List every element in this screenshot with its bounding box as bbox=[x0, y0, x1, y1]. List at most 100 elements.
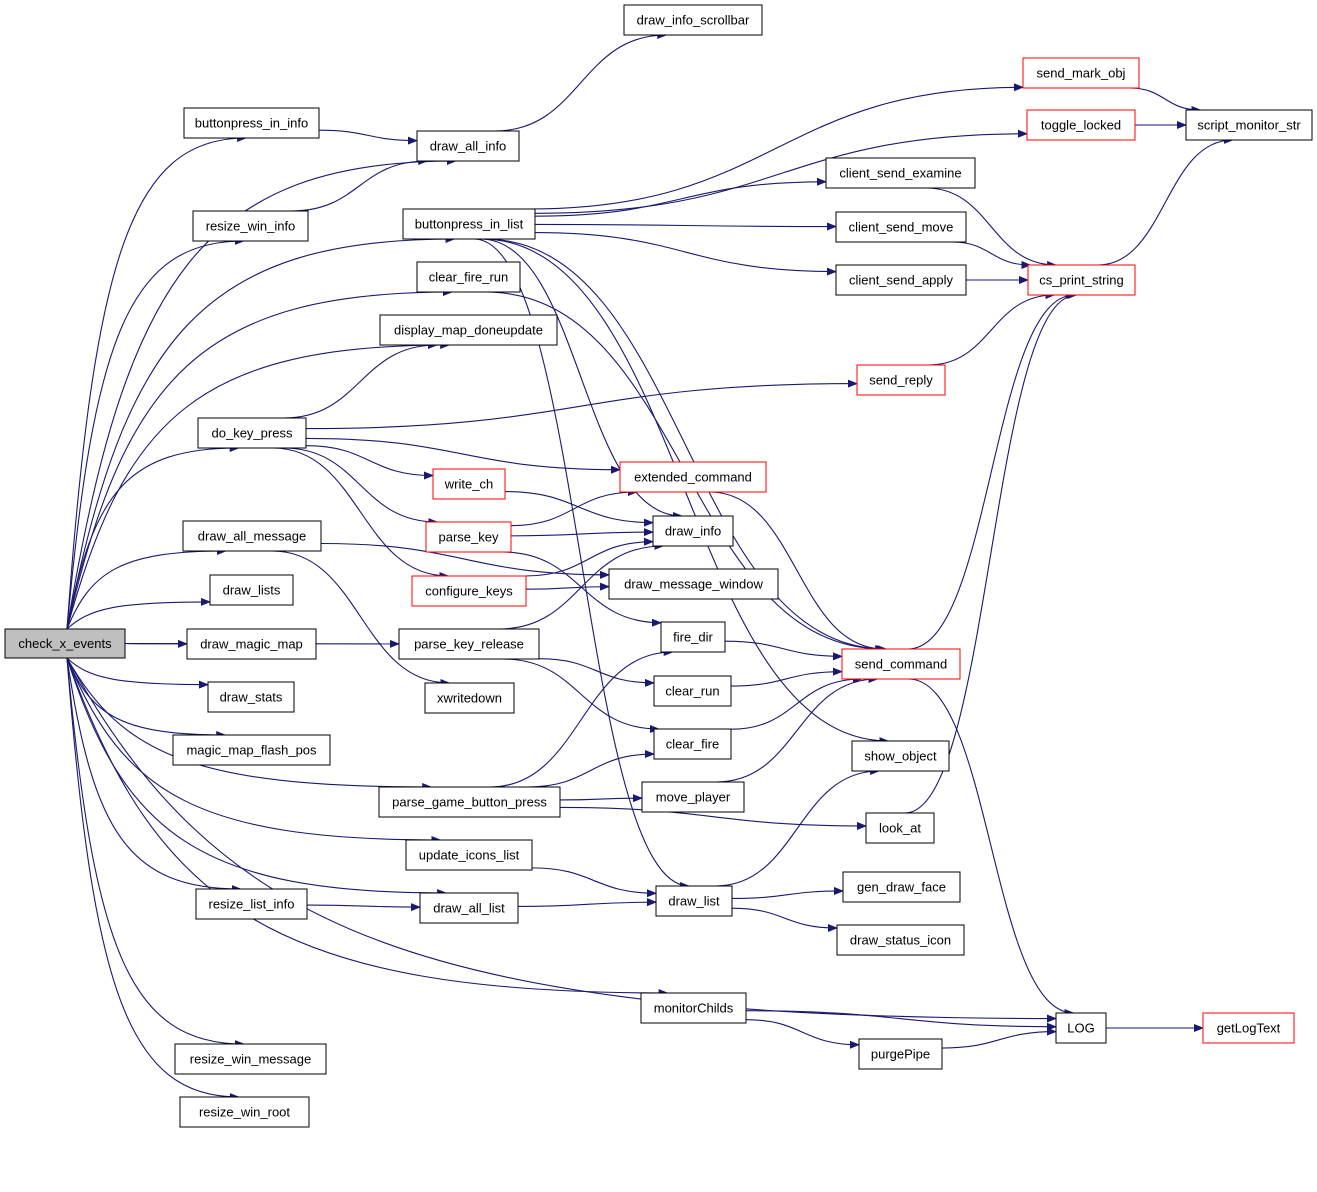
edge-check_x_events-to-draw_lists bbox=[66, 597, 211, 630]
node-getLogText[interactable]: getLogText bbox=[1202, 1012, 1295, 1044]
edge-check_x_events-to-draw_stats bbox=[66, 657, 209, 689]
node-check_x_events[interactable]: check_x_events bbox=[4, 628, 126, 659]
edge-buttonpress_in_list-to-toggle_locked bbox=[534, 129, 1028, 214]
node-box bbox=[640, 992, 747, 1024]
node-box bbox=[424, 682, 515, 714]
node-clear_fire[interactable]: clear_fire bbox=[653, 728, 732, 760]
node-layer: check_x_events buttonpress_in_info resize_… bbox=[4, 4, 1313, 1128]
node-draw_info_scrollbar[interactable]: draw_info_scrollbar bbox=[623, 4, 763, 36]
node-look_at[interactable]: look_at bbox=[865, 812, 935, 844]
node-draw_info[interactable]: draw_info bbox=[652, 515, 734, 547]
node-do_key_press[interactable]: do_key_press bbox=[197, 417, 307, 449]
node-fire_dir[interactable]: fire_dir bbox=[660, 621, 726, 653]
node-parse_key[interactable]: parse_key bbox=[425, 521, 512, 553]
node-magic_map_flash_pos[interactable]: magic_map_flash_pos bbox=[172, 734, 331, 766]
edge-draw_all_message-to-draw_message_window bbox=[320, 542, 610, 579]
node-label: client_send_move bbox=[849, 220, 954, 235]
edge-buttonpress_in_info-to-draw_all_info bbox=[318, 129, 418, 145]
node-label: draw_status_icon bbox=[850, 933, 951, 948]
node-box bbox=[858, 1038, 943, 1070]
node-box bbox=[825, 157, 976, 189]
node-extended_command[interactable]: extended_command bbox=[619, 461, 767, 493]
node-parse_game_button_press[interactable]: parse_game_button_press bbox=[378, 786, 561, 818]
node-draw_magic_map[interactable]: draw_magic_map bbox=[186, 628, 317, 660]
node-LOG[interactable]: LOG bbox=[1055, 1012, 1107, 1044]
node-send_mark_obj[interactable]: send_mark_obj bbox=[1022, 57, 1140, 89]
node-draw_all_message[interactable]: draw_all_message bbox=[182, 520, 322, 552]
node-draw_all_info[interactable]: draw_all_info bbox=[416, 130, 520, 162]
edge-buttonpress_in_list-to-client_send_move bbox=[534, 222, 837, 231]
node-purgePipe[interactable]: purgePipe bbox=[858, 1038, 943, 1070]
node-draw_all_list[interactable]: draw_all_list bbox=[419, 892, 519, 924]
node-box bbox=[865, 812, 935, 844]
edge-check_x_events-to-resize_win_root bbox=[66, 657, 240, 1101]
node-label: display_map_doneupdate bbox=[394, 323, 543, 338]
node-label: write_ch bbox=[444, 477, 493, 492]
node-draw_list[interactable]: draw_list bbox=[655, 885, 733, 917]
node-label: getLogText bbox=[1217, 1021, 1281, 1036]
node-cs_print_string[interactable]: cs_print_string bbox=[1027, 264, 1136, 296]
node-label: clear_fire_run bbox=[429, 270, 509, 285]
edge-send_reply-to-cs_print_string bbox=[928, 291, 1056, 366]
edge-check_x_events-to-resize_list_info bbox=[66, 657, 242, 893]
node-box bbox=[179, 1096, 310, 1128]
node-show_object[interactable]: show_object bbox=[851, 740, 950, 772]
node-label: draw_lists bbox=[223, 583, 281, 598]
edge-draw_all_info-to-draw_info_scrollbar bbox=[494, 31, 668, 132]
edge-check_x_events-to-resize_win_message bbox=[66, 657, 245, 1048]
node-configure_keys[interactable]: configure_keys bbox=[411, 575, 527, 607]
node-clear_run[interactable]: clear_run bbox=[653, 675, 732, 707]
node-toggle_locked[interactable]: toggle_locked bbox=[1026, 109, 1136, 141]
edge-parse_game_button_press-to-clear_fire bbox=[527, 750, 655, 788]
edge-do_key_press-to-extended_command bbox=[305, 437, 621, 474]
node-resize_win_message[interactable]: resize_win_message bbox=[174, 1043, 327, 1075]
edge-parse_key_release-to-clear_run bbox=[538, 658, 655, 687]
node-box bbox=[1202, 1012, 1295, 1044]
node-client_send_examine[interactable]: client_send_examine bbox=[825, 157, 976, 189]
edge-layer bbox=[66, 31, 1234, 1101]
node-resize_win_root[interactable]: resize_win_root bbox=[179, 1096, 310, 1128]
node-monitorChilds[interactable]: monitorChilds bbox=[640, 992, 747, 1024]
node-label: show_object bbox=[864, 749, 937, 764]
node-box bbox=[835, 264, 967, 296]
node-box bbox=[419, 892, 519, 924]
node-send_command[interactable]: send_command bbox=[841, 648, 961, 680]
node-buttonpress_in_info[interactable]: buttonpress_in_info bbox=[183, 107, 320, 139]
node-client_send_apply[interactable]: client_send_apply bbox=[835, 264, 967, 296]
edge-client_send_examine-to-cs_print_string bbox=[925, 187, 1058, 269]
edge-send_command-to-cs_print_string bbox=[908, 291, 1076, 650]
node-draw_lists[interactable]: draw_lists bbox=[209, 574, 294, 606]
node-xwritedown[interactable]: xwritedown bbox=[424, 682, 515, 714]
edge-extended_command-to-send_command bbox=[709, 491, 886, 653]
node-write_ch[interactable]: write_ch bbox=[432, 468, 506, 500]
edge-draw_all_message-to-xwritedown bbox=[272, 550, 451, 687]
node-resize_win_info[interactable]: resize_win_info bbox=[192, 210, 309, 242]
node-update_icons_list[interactable]: update_icons_list bbox=[405, 839, 533, 871]
node-gen_draw_face[interactable]: gen_draw_face bbox=[842, 871, 961, 903]
node-label: client_send_examine bbox=[839, 166, 961, 181]
node-box bbox=[183, 107, 320, 139]
node-draw_message_window[interactable]: draw_message_window bbox=[608, 568, 779, 600]
node-draw_status_icon[interactable]: draw_status_icon bbox=[836, 924, 965, 956]
node-resize_list_info[interactable]: resize_list_info bbox=[195, 888, 308, 920]
edge-check_x_events-to-draw_all_message bbox=[66, 547, 227, 630]
node-send_reply[interactable]: send_reply bbox=[856, 364, 946, 396]
node-buttonpress_in_list[interactable]: buttonpress_in_list bbox=[402, 208, 536, 240]
node-parse_key_release[interactable]: parse_key_release bbox=[398, 628, 540, 660]
node-display_map_doneupdate[interactable]: display_map_doneupdate bbox=[379, 314, 558, 346]
edge-update_icons_list-to-draw_list bbox=[531, 867, 657, 898]
node-clear_fire_run[interactable]: clear_fire_run bbox=[416, 261, 521, 293]
node-box bbox=[856, 364, 946, 396]
node-box bbox=[842, 871, 961, 903]
node-script_monitor_str[interactable]: script_monitor_str bbox=[1185, 109, 1313, 141]
node-box bbox=[186, 628, 317, 660]
node-label: move_player bbox=[656, 790, 731, 805]
node-client_send_move[interactable]: client_send_move bbox=[835, 211, 967, 243]
edge-configure_keys-to-draw_info bbox=[524, 537, 654, 577]
node-box bbox=[851, 740, 950, 772]
node-label: draw_stats bbox=[220, 690, 283, 705]
node-move_player[interactable]: move_player bbox=[641, 781, 745, 813]
node-draw_stats[interactable]: draw_stats bbox=[207, 681, 295, 713]
edge-fire_dir-to-send_command bbox=[724, 640, 843, 661]
node-label: resize_list_info bbox=[209, 897, 295, 912]
